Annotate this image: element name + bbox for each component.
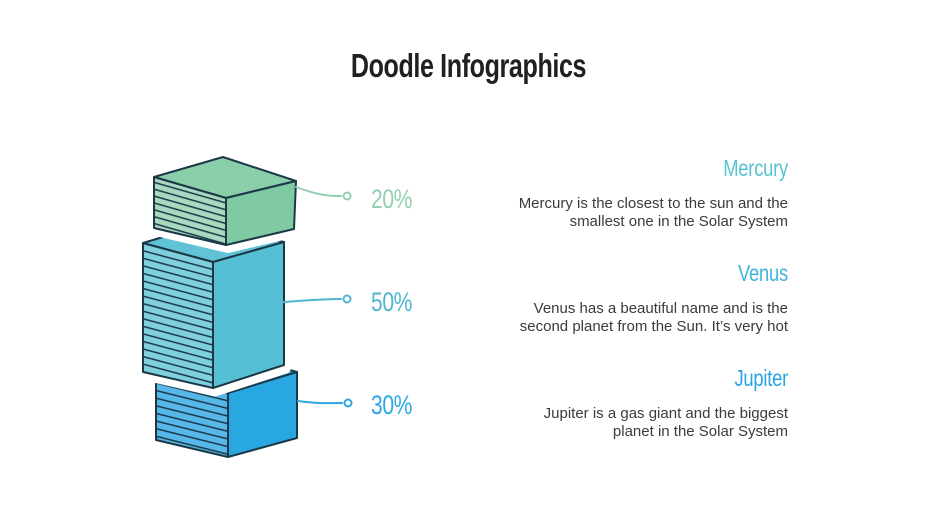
jupiter-block-right-face [227, 371, 298, 458]
jupiter-callout-line [297, 400, 343, 405]
section-venus-body-line-2: second planet from the Sun. It’s very ho… [519, 317, 788, 335]
section-jupiter-body: Jupiter is a gas giant and the biggest p… [448, 405, 788, 440]
section-jupiter: Jupiter Jupiter is a gas giant and the b… [448, 365, 789, 440]
mercury-callout-dot [342, 191, 352, 201]
section-jupiter-body-line-2: planet in the Solar System [612, 422, 788, 440]
mercury-percent-label: 20% [371, 184, 412, 214]
section-mercury-body-line-1: Mercury is the closest to the sun and th… [518, 195, 788, 212]
section-mercury-heading: Mercury [723, 155, 788, 181]
mercury-block-right-face [225, 180, 297, 246]
section-venus: Venus Venus has a beautiful name and is … [448, 260, 788, 335]
venus-callout-line [282, 298, 342, 303]
jupiter-percent-label: 30% [371, 390, 412, 420]
section-mercury: Mercury Mercury is the closest to the su… [448, 155, 789, 230]
section-jupiter-body-line-1: Jupiter is a gas giant and the biggest [543, 405, 788, 422]
section-venus-heading: Venus [738, 260, 788, 286]
venus-block-right-face [212, 241, 285, 389]
page-title: Doodle Infographics [350, 47, 587, 84]
section-venus-body: Venus has a beautiful name and is the se… [448, 300, 788, 335]
section-mercury-body-line-2: smallest one in the Solar System [569, 212, 788, 230]
section-jupiter-heading: Jupiter [734, 365, 788, 391]
mercury-block [153, 156, 297, 246]
venus-callout-dot [342, 294, 352, 304]
section-venus-body-line-1: Venus has a beautiful name and is the [533, 300, 788, 317]
venus-percent-label: 50% [371, 287, 412, 317]
mercury-callout-line [295, 186, 342, 197]
jupiter-callout-dot [343, 398, 353, 408]
venus-block-left-face [142, 242, 214, 389]
section-mercury-body: Mercury is the closest to the sun and th… [448, 195, 788, 230]
